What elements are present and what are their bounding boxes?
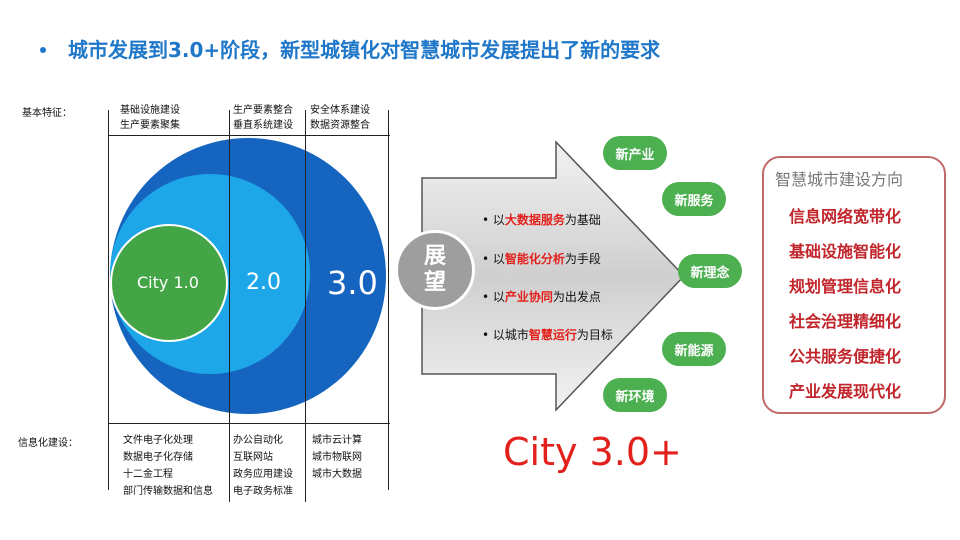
direction-item: 规划管理信息化 <box>789 277 902 296</box>
column-divider-4 <box>388 110 389 490</box>
info-col2: 办公自动化 互联网站 政务应用建设 电子政务标准 <box>233 432 293 500</box>
outlook-badge: 展 望 <box>395 230 475 310</box>
info-text: 办公自动化 <box>233 435 283 446</box>
info-text: 电子政务标准 <box>233 486 293 497</box>
feature-text: 生产要素整合 <box>233 105 293 116</box>
bubble-new-service: 新服务 <box>662 182 726 216</box>
bullet-suffix: 为手段 <box>564 252 601 266</box>
basic-features-label: 基本特征： <box>22 108 72 119</box>
basic-features-col1: 基础设施建设 生产要素聚集 <box>120 103 180 133</box>
bullet-item: • 以智能化分析为手段 <box>482 250 601 267</box>
direction-item: 信息网络宽带化 <box>789 207 902 226</box>
bullet-suffix: 为出发点 <box>552 290 601 304</box>
feature-text: 基础设施建设 <box>120 105 180 116</box>
feature-text: 数据资源整合 <box>310 120 370 131</box>
top-divider <box>108 135 390 136</box>
bullet-item: • 以产业协同为出发点 <box>482 288 601 305</box>
bullet-prefix: • 以 <box>482 290 505 304</box>
info-text: 十二金工程 <box>123 469 173 480</box>
outlook-text-2: 望 <box>423 270 446 295</box>
info-text: 数据电子化存储 <box>123 452 193 463</box>
outlook-text-1: 展 <box>423 244 446 269</box>
circle-label-3-0: 3.0 <box>327 264 378 302</box>
info-text: 城市物联网 <box>312 452 362 463</box>
info-construction-label: 信息化建设： <box>18 438 78 449</box>
bullet-highlight: 大数据服务 <box>504 213 565 227</box>
column-divider-1 <box>108 110 109 490</box>
directions-box <box>762 156 946 414</box>
basic-features-col2: 生产要素整合 垂直系统建设 <box>233 103 293 133</box>
circle-label-1-0: City 1.0 <box>137 273 199 292</box>
bullet-dot <box>40 46 46 53</box>
info-col1: 文件电子化处理 数据电子化存储 十二金工程 部门传输数据和信息 <box>123 432 213 500</box>
bullet-highlight: 智能化分析 <box>504 252 565 266</box>
direction-item: 公共服务便捷化 <box>789 347 902 366</box>
circle-1-0 <box>110 224 228 342</box>
direction-item: 基础设施智能化 <box>789 242 902 261</box>
outlook-arrow <box>421 140 686 412</box>
column-divider-2 <box>229 110 230 502</box>
bubble-new-concept: 新理念 <box>678 254 742 288</box>
bullet-highlight: 智慧运行 <box>528 328 577 342</box>
info-text: 部门传输数据和信息 <box>123 486 213 497</box>
circle-label-2-0: 2.0 <box>246 270 281 295</box>
direction-item: 产业发展现代化 <box>789 382 902 401</box>
directions-title: 智慧城市建设方向 <box>775 170 904 189</box>
bullet-suffix: 为目标 <box>576 328 613 342</box>
bullet-prefix: • 以 <box>482 252 505 266</box>
bubble-new-energy: 新能源 <box>662 332 726 366</box>
direction-item: 社会治理精细化 <box>789 312 902 331</box>
feature-text: 垂直系统建设 <box>233 120 293 131</box>
bullet-prefix: • 以城市 <box>482 328 529 342</box>
info-col3: 城市云计算 城市物联网 城市大数据 <box>312 432 362 483</box>
title-text: 城市发展到3.0+阶段，新型城镇化对智慧城市发展提出了新的要求 <box>68 38 661 62</box>
bubble-new-industry: 新产业 <box>603 136 667 170</box>
bullet-prefix: • 以 <box>482 213 505 227</box>
bubble-new-environment: 新环境 <box>603 378 667 412</box>
city-3-0-plus-label: City 3.0+ <box>503 430 682 474</box>
info-text: 城市云计算 <box>312 435 362 446</box>
bullet-item: • 以城市智慧运行为目标 <box>482 326 613 343</box>
feature-text: 安全体系建设 <box>310 105 370 116</box>
info-text: 互联网站 <box>233 452 273 463</box>
page-title: 城市发展到3.0+阶段，新型城镇化对智慧城市发展提出了新的要求 <box>40 34 660 63</box>
feature-text: 生产要素聚集 <box>120 120 180 131</box>
info-text: 政务应用建设 <box>233 469 293 480</box>
basic-features-col3: 安全体系建设 数据资源整合 <box>310 103 370 133</box>
column-divider-3 <box>305 110 306 502</box>
info-text: 文件电子化处理 <box>123 435 193 446</box>
bottom-divider <box>108 423 390 424</box>
info-text: 城市大数据 <box>312 469 362 480</box>
bullet-item: • 以大数据服务为基础 <box>482 211 601 228</box>
bullet-highlight: 产业协同 <box>504 290 553 304</box>
bullet-suffix: 为基础 <box>564 213 601 227</box>
